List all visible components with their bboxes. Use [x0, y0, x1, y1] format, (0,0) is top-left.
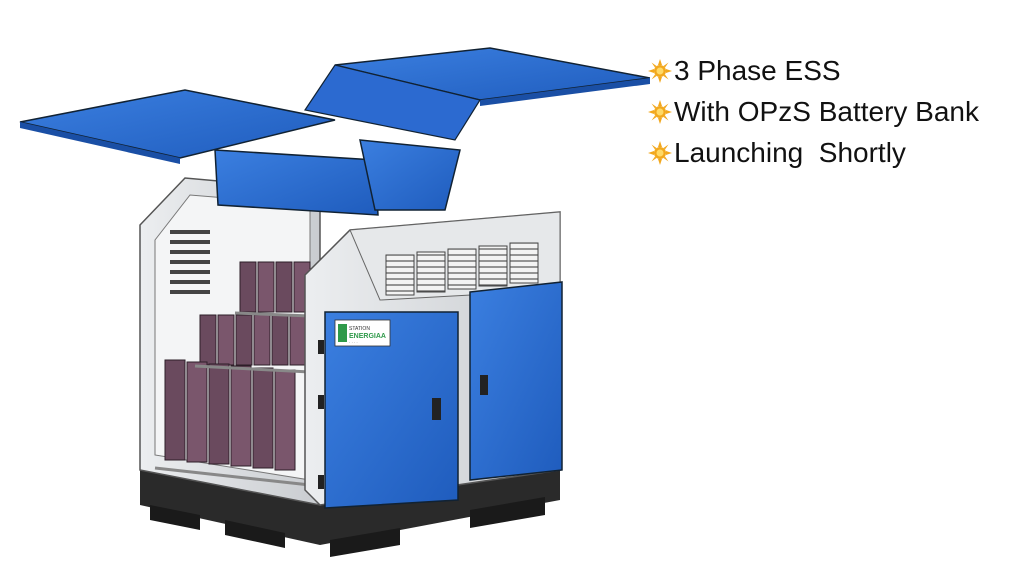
roof-lids-open	[19, 47, 650, 164]
door-label-line2: ENERGIAA	[349, 333, 386, 340]
bullet-text: With OPzS Battery Bank	[674, 95, 979, 127]
bullet-item: 3 Phase ESS	[648, 50, 1020, 91]
top-vents	[385, 242, 539, 296]
bullet-text: Launching Shortly	[674, 136, 906, 168]
ess-cabinet-illustration: STATION ENERGIAA · · · ·	[19, 47, 650, 557]
bullet-text: 3 Phase ESS	[674, 54, 841, 86]
station-energiaa-door-label: STATION ENERGIAA · · · ·	[334, 319, 391, 347]
open-front-door: STATION ENERGIAA · · · ·	[318, 311, 459, 509]
sun-bullet-icon	[648, 58, 672, 83]
roof-hinge-blocks	[214, 139, 461, 216]
bullet-item: With OPzS Battery Bank	[648, 91, 1020, 132]
opzs-battery-bank	[154, 261, 311, 487]
sun-bullet-icon	[648, 99, 672, 124]
side-louvres	[170, 230, 210, 294]
door-label-line1: STATION	[349, 326, 370, 332]
door-label-line3: · · · ·	[349, 340, 358, 345]
sun-bullet-icon	[648, 140, 672, 165]
bullet-item: Launching Shortly	[648, 132, 1020, 173]
feature-bullet-list: 3 Phase ESS With OPzS Battery Bank	[648, 50, 1020, 173]
